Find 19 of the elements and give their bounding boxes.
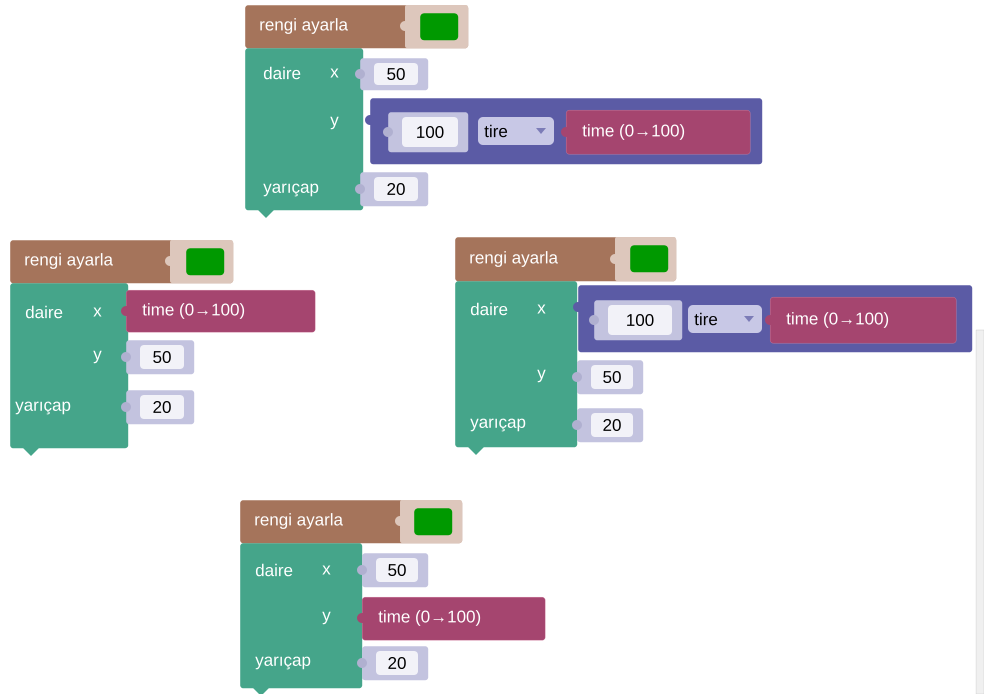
number-block: 20 [355,172,428,206]
number-block: 20 [357,646,428,680]
color-swatch [630,245,668,272]
number-block: 50 [121,340,194,374]
number-block: 50 [355,58,428,90]
number-block: 50 [572,360,644,394]
color-swatch [186,248,224,276]
code-block: rengi ayarla [455,237,676,282]
code-block: daire x y yarıçap [240,543,362,694]
code-block: daire x y yarıçap [455,281,578,455]
code-block: daire x y yarıçap [10,283,128,456]
code-block: daire x y yarıçap [245,48,364,218]
number-block: 20 [572,408,644,442]
number-block: 20 [121,390,194,424]
color-swatch [420,13,458,40]
time-block: time (0→100) [357,597,546,640]
number-block: 50 [357,553,428,588]
color-swatch [414,508,452,536]
time-block: time (0→100) [121,290,316,332]
